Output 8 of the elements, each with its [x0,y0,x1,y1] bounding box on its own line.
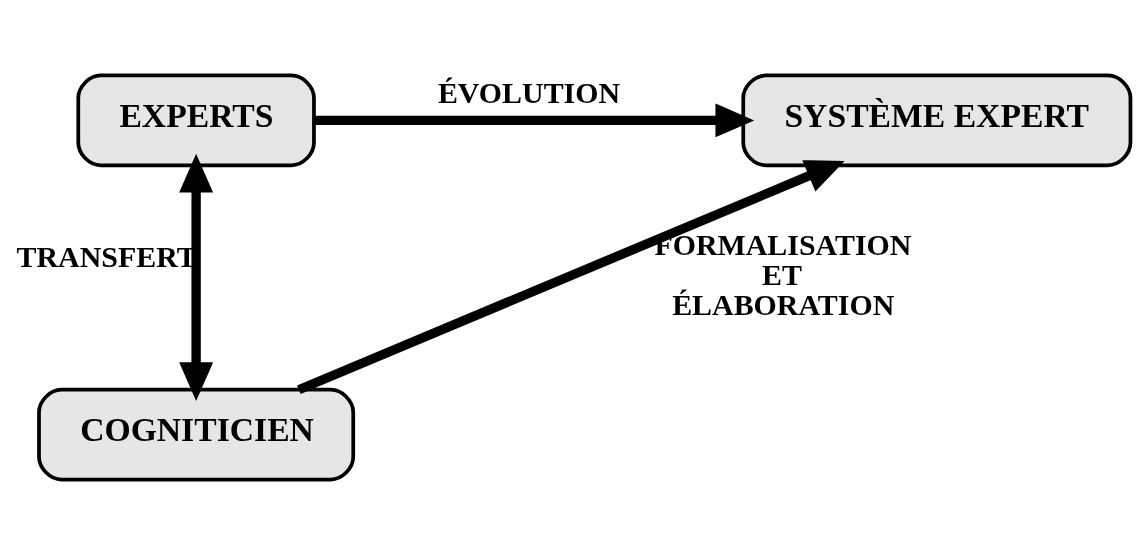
edge-label: ÉVOLUTION [437,75,621,109]
node-box: COGNITICIEN [37,387,356,481]
arrow [179,153,214,401]
node-box: EXPERTS [76,73,316,167]
edge-label: FORMALISATION ET ÉLABORATION [654,227,912,321]
arrow [297,159,845,394]
arrow [314,102,755,137]
node-box: SYSTÈME EXPERT [741,73,1133,167]
